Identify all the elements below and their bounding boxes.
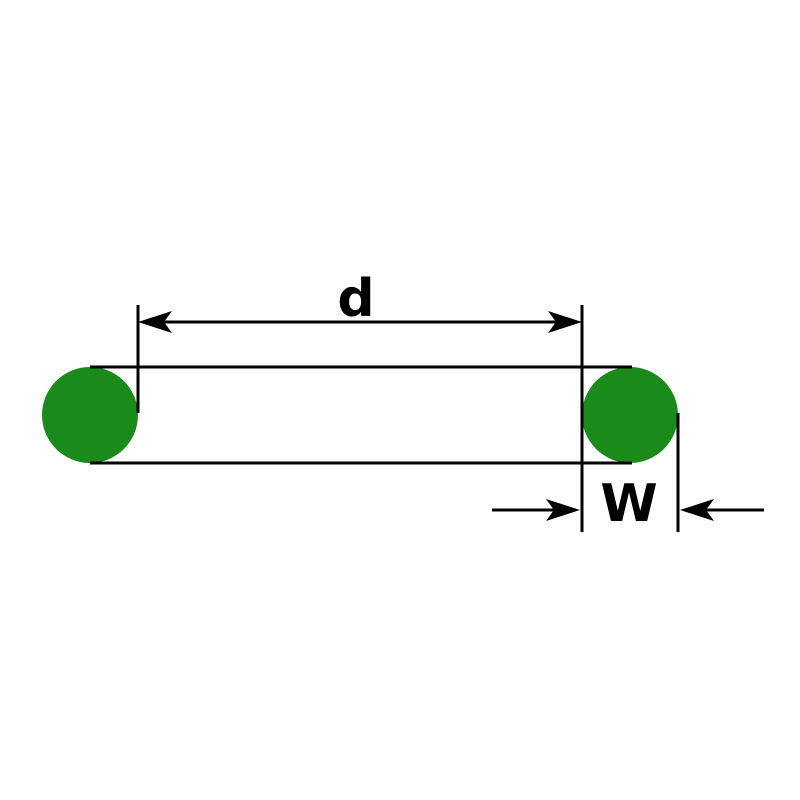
oring-cross-section-right xyxy=(582,367,678,463)
cross-section-width-label: W xyxy=(600,474,657,534)
w-arrowhead-left-icon xyxy=(546,499,580,521)
d-arrowhead-right-icon xyxy=(548,311,582,333)
inner-diameter-dimension: d xyxy=(138,269,582,333)
d-arrowhead-left-icon xyxy=(138,311,172,333)
w-arrowhead-right-icon xyxy=(680,499,714,521)
oring-cross-section-left xyxy=(42,367,138,463)
inner-diameter-label: d xyxy=(337,269,374,329)
cross-section-width-dimension: W xyxy=(492,474,764,534)
